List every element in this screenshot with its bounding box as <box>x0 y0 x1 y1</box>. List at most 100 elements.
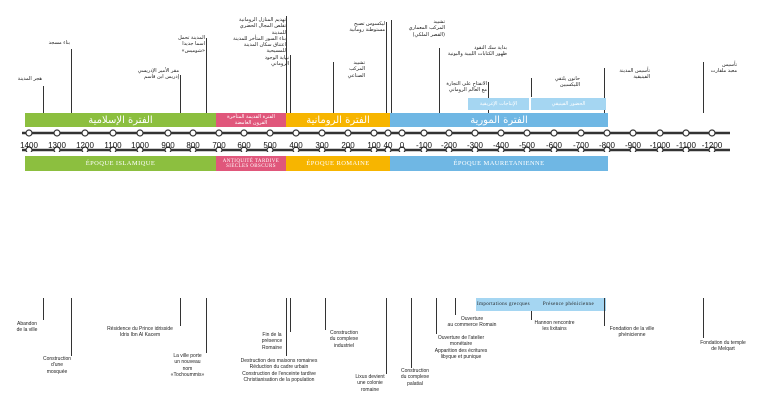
event-fr-roman-trade: Ouverture au commerce Romain <box>447 316 497 329</box>
event-line-a10 <box>439 48 440 113</box>
axis-dot <box>370 129 378 137</box>
event-line-f10 <box>436 298 437 334</box>
event-line-a14 <box>703 62 704 113</box>
year-label: -200 <box>440 141 458 150</box>
axis-dot <box>682 146 690 152</box>
axis-dot <box>629 129 637 137</box>
year-label: -100 <box>415 141 433 150</box>
year-label: 700 <box>212 141 226 150</box>
event-line-f3 <box>180 298 181 326</box>
event-fr-industrial: Construction du complexe industriel <box>329 330 359 349</box>
event-ar-abandon: هجر المدينة <box>17 76 42 82</box>
year-label: 1000 <box>131 141 149 150</box>
year-label: 500 <box>263 141 277 150</box>
event-fr-destruction: Destruction des maisons romaines Réducti… <box>240 358 318 383</box>
band-phoenician-ar-label: الحضور الفينيقي <box>551 101 586 107</box>
axis-dot <box>189 146 197 152</box>
year-label: -700 <box>572 141 590 150</box>
axis-dot <box>398 146 406 152</box>
year-label: 1300 <box>48 141 66 150</box>
event-ar-mosque: بناء مسجد <box>48 40 70 46</box>
year-label: -600 <box>545 141 563 150</box>
year-label: -300 <box>466 141 484 150</box>
axis-dot <box>420 129 428 137</box>
axis-dot <box>53 129 61 137</box>
event-line-f11 <box>455 298 456 315</box>
event-line-a1 <box>43 86 44 113</box>
event-line-a9 <box>391 20 392 113</box>
axis-dot <box>81 129 89 137</box>
event-ar-end-roman: نهاية الوجود الروماني <box>264 55 289 68</box>
axis-dot <box>497 129 505 137</box>
axis-dot <box>603 129 611 137</box>
event-fr-hannon: Hannon rencontre les lixitains <box>534 320 575 333</box>
year-label: 900 <box>161 141 175 150</box>
axis-dot <box>603 146 611 152</box>
event-ar-melqart: تأسيس معبد ملقارت <box>710 62 737 75</box>
axis-dot <box>189 129 197 137</box>
axis-dot <box>318 146 326 152</box>
year-label: 1100 <box>104 141 122 150</box>
event-line-f13 <box>604 298 605 326</box>
axis-dot <box>445 129 453 137</box>
axis-dot <box>550 129 558 137</box>
year-label: 600 <box>237 141 251 150</box>
event-line-a5 <box>290 55 291 113</box>
band-roman-fr-label: ÉPOQUE ROMAINE <box>306 160 370 167</box>
event-line-f6 <box>286 298 287 356</box>
band-mauretanian-ar: الفترة المورية <box>390 113 608 127</box>
axis-dot <box>398 129 406 137</box>
year-label: 300 <box>315 141 329 150</box>
year-label: -1000 <box>649 141 671 150</box>
axis-dot <box>109 129 117 137</box>
axis-dot <box>708 146 716 152</box>
event-ar-palatial: تشييد المركب المعماري (القصر الملكي) <box>408 19 445 38</box>
band-imports-fr: Importations grecques <box>476 298 531 311</box>
axis-dot <box>656 129 664 137</box>
event-fr-mosque: Construction d'une mosquée <box>42 356 72 375</box>
year-label: -1200 <box>701 141 723 150</box>
band-phoenician-fr: Présence phénicienne <box>531 298 606 311</box>
band-imports-fr-label: Importations grecques <box>477 302 530 307</box>
year-label: 1200 <box>76 141 94 150</box>
year-label: 200 <box>341 141 355 150</box>
band-late-antiquity-ar: الفترة القديمة المتأخرة القرون الغامضة <box>216 113 286 127</box>
event-ar-new-name: المدينة تحمل اسما جديدا «شوميس» <box>178 35 205 54</box>
event-line-a2 <box>71 49 72 113</box>
year-label: 40 <box>383 141 393 150</box>
axis-dot <box>629 146 637 152</box>
event-line-f8 <box>386 298 387 374</box>
year-label: -900 <box>624 141 642 150</box>
event-fr-colony: Lixus devient une colonie romaine <box>355 374 385 393</box>
band-mauretanian-fr-label: ÉPOQUE MAURETANIENNE <box>453 160 545 167</box>
axis-dot <box>215 146 223 152</box>
axis-dot <box>292 146 300 152</box>
event-ar-coinage: بداية سك النقود ظهور الكتابات الليبية وا… <box>447 45 507 58</box>
band-late-antiquity-fr: ANTIQUITÉ TARDIVE SIÈCLES OBSCURS <box>216 156 286 171</box>
year-label: 0 <box>399 141 405 150</box>
event-fr-abandon: Abandon de la ville <box>16 321 38 334</box>
year-label: 1400 <box>20 141 38 150</box>
axis-dot <box>577 129 585 137</box>
axis-dot <box>266 146 274 152</box>
axis-dot <box>240 146 248 152</box>
event-line-f1 <box>43 298 44 320</box>
event-line-f5 <box>290 298 291 332</box>
band-roman-ar: الفترة الرومانية <box>286 113 390 127</box>
event-line-a11 <box>488 82 489 113</box>
axis-dot <box>53 146 61 152</box>
axis-dot <box>136 129 144 137</box>
band-roman-ar-label: الفترة الرومانية <box>306 114 370 126</box>
event-line-a7 <box>333 62 334 113</box>
event-line-f12 <box>531 311 532 320</box>
event-fr-end-roman: Fin de la présence Romaine <box>261 332 283 351</box>
year-label: 100 <box>367 141 381 150</box>
band-islamic-fr: ÉPOQUE ISLAMIQUE <box>25 156 216 171</box>
axis-dot <box>384 129 392 137</box>
timeline-axis <box>22 129 730 152</box>
axis-dot <box>708 129 716 137</box>
band-imports-ar: الإنتاجات الإغريقية <box>468 98 529 110</box>
event-fr-idrissid: Résidence du Prince idrisside Idris Ibn … <box>107 326 173 339</box>
band-late-antiquity-fr-label: ANTIQUITÉ TARDIVE SIÈCLES OBSCURS <box>222 158 280 169</box>
event-line-f14 <box>703 298 704 338</box>
